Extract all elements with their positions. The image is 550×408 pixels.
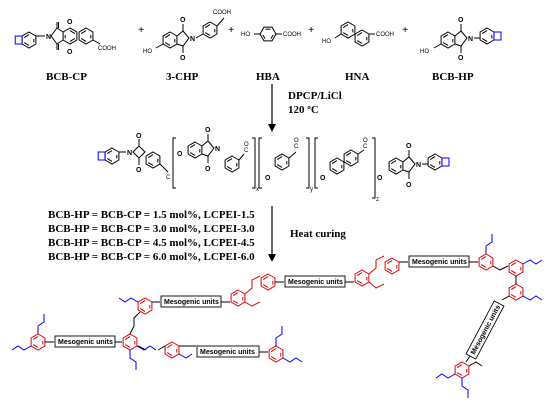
subscript-z: z xyxy=(376,197,379,203)
n-atom: N xyxy=(468,36,473,43)
o-atom: O xyxy=(177,151,183,158)
monomer-bcb-cp: N O O COOH BCB-CP xyxy=(15,19,116,83)
mesogenic-label: Mesogenic units xyxy=(412,259,467,266)
lcpei-polymer-structure: N O O C O O O N C O x O C O y O xyxy=(98,127,450,203)
mesogenic-label: Mesogenic units xyxy=(58,339,113,346)
n-atom: N xyxy=(215,146,220,153)
ho-group: HO xyxy=(420,49,429,55)
composition-line: BCB-HP = BCB-CP = 4.5 mol%, LCPEI-4.5 xyxy=(48,237,255,249)
c-atom: C xyxy=(294,144,299,150)
composition-line: BCB-HP = BCB-CP = 3.0 mol%, LCPEI-3.0 xyxy=(48,223,255,235)
o-atom: O xyxy=(458,17,464,24)
ho-group: HO xyxy=(241,32,250,38)
plus-sign: + xyxy=(402,24,408,36)
mesogenic-box xyxy=(465,300,505,360)
o-atom: O xyxy=(377,175,383,182)
cooh-group: COOH xyxy=(376,32,394,38)
cooh-group: COOH xyxy=(283,32,301,38)
mesogenic-label: Mesogenic units xyxy=(288,279,343,286)
mesogenic-label: Mesogenic units xyxy=(164,299,219,306)
mesogenic-label: Mesogenic units xyxy=(470,304,502,356)
n-atom: N xyxy=(127,150,132,157)
o-atom: O xyxy=(265,175,271,182)
n-atom: N xyxy=(416,162,421,169)
monomer-bcb-hp: O O N HO BCB-HP xyxy=(420,17,502,83)
monomer-hna: HO COOH HNA xyxy=(322,21,394,83)
c-atom: C xyxy=(244,148,249,154)
o-atom: O xyxy=(294,138,299,144)
o-atom: O xyxy=(205,127,211,134)
temperature-label: 120 ºC xyxy=(288,104,319,116)
monomer-hba: HO COOH HBA xyxy=(241,26,301,83)
composition-line: BCB-HP = BCB-CP = 1.5 mol%, LCPEI-1.5 xyxy=(48,209,255,221)
reaction-arrow-2: Heat curing xyxy=(268,206,346,262)
n-atom: N xyxy=(46,34,51,41)
o-atom: O xyxy=(67,49,73,56)
c-atom: C xyxy=(363,144,368,150)
ho-group: HO xyxy=(322,39,331,45)
monomer-label-hba: HBA xyxy=(256,71,280,83)
o-atom: O xyxy=(363,138,368,144)
o-atom: O xyxy=(180,17,186,24)
o-atom: O xyxy=(136,133,142,140)
o-atom: O xyxy=(244,142,249,148)
c-atom: C xyxy=(166,175,171,181)
o-atom: O xyxy=(180,55,186,62)
composition-line: BCB-HP = BCB-CP = 6.0 mol%, LCPEI-6.0 xyxy=(48,251,255,263)
step2-label: Heat curing xyxy=(290,228,346,240)
o-atom: O xyxy=(458,55,464,62)
subscript-x: x xyxy=(256,187,259,193)
o-atom: O xyxy=(406,143,412,150)
monomer-label-bcb-cp: BCB-CP xyxy=(46,71,87,83)
plus-sign: + xyxy=(228,24,234,36)
n-atom: N xyxy=(190,36,195,43)
monomer-label-bcb-hp: BCB-HP xyxy=(432,71,474,83)
o-atom: O xyxy=(205,166,211,173)
cooh-group: COOH xyxy=(213,10,231,16)
reaction-arrow-1: DPCP/LiCl 120 ºC xyxy=(268,84,342,132)
compositions-block: BCB-HP = BCB-CP = 1.5 mol%, LCPEI-1.5 BC… xyxy=(48,209,255,263)
monomer-label-3-chp: 3-CHP xyxy=(166,71,199,83)
cooh-group: COOH xyxy=(98,46,116,52)
monomer-label-hna: HNA xyxy=(345,71,370,83)
ho-group: HO xyxy=(143,49,152,55)
o-atom: O xyxy=(320,175,326,182)
subscript-y: y xyxy=(310,187,313,193)
o-atom: O xyxy=(67,19,73,26)
monomer-3-chp: O O N COOH HO 3-CHP xyxy=(143,10,231,83)
plus-sign: + xyxy=(308,24,314,36)
mesogenic-label: Mesogenic units xyxy=(200,349,255,356)
o-atom: O xyxy=(136,167,142,174)
plus-sign: + xyxy=(138,24,144,36)
o-atom: O xyxy=(406,182,412,189)
reagent-label: DPCP/LiCl xyxy=(288,90,342,102)
